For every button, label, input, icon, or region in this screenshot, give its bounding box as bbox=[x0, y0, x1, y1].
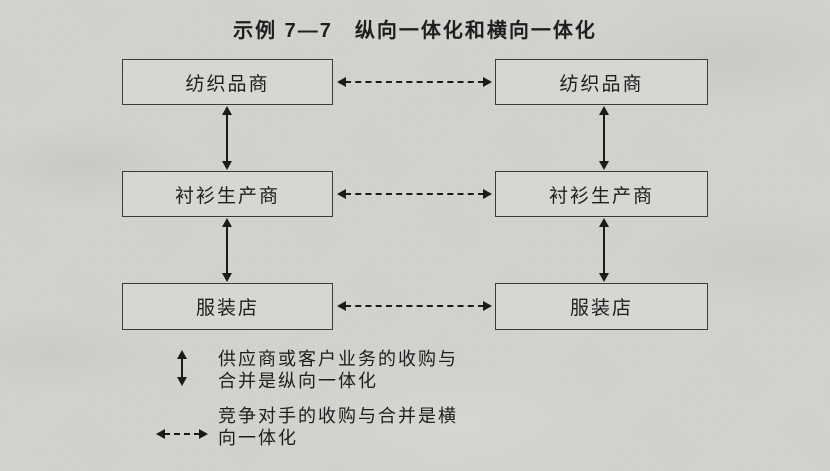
arrowhead-right-icon bbox=[483, 301, 492, 311]
arrow-shaft bbox=[603, 227, 605, 273]
arrowhead-right-icon bbox=[483, 189, 492, 199]
arrow-shaft bbox=[226, 227, 228, 273]
figure-title: 示例 7—7 纵向一体化和横向一体化 bbox=[233, 20, 597, 42]
box-shirt-producer-right: 衬衫生产商 bbox=[495, 171, 708, 217]
arrowhead-down-icon bbox=[222, 273, 232, 282]
arrowhead-left-icon bbox=[156, 429, 165, 439]
arrowhead-down-icon bbox=[599, 273, 609, 282]
arrowhead-right-icon bbox=[483, 77, 492, 87]
dashed-line bbox=[345, 305, 484, 307]
arrowhead-right-icon bbox=[199, 429, 208, 439]
legend-horizontal-arrow-icon bbox=[156, 428, 208, 440]
horizontal-arrow-row3 bbox=[337, 300, 492, 312]
horizontal-arrow-row1 bbox=[337, 76, 492, 88]
box-clothing-store-right: 服装店 bbox=[495, 283, 708, 330]
box-clothing-store-left: 服装店 bbox=[122, 283, 333, 330]
arrowhead-up-icon bbox=[599, 106, 609, 115]
box-shirt-producer-left: 衬衫生产商 bbox=[122, 171, 333, 217]
arrowhead-down-icon bbox=[599, 161, 609, 170]
arrow-shaft bbox=[181, 359, 183, 377]
vertical-arrow-right-bottom bbox=[598, 218, 610, 282]
legend-line: 竞争对手的收购与合并是横 bbox=[218, 406, 458, 426]
legend-line: 向一体化 bbox=[218, 428, 298, 448]
arrowhead-up-icon bbox=[222, 106, 232, 115]
arrowhead-up-icon bbox=[599, 218, 609, 227]
arrowhead-left-icon bbox=[337, 301, 346, 311]
dashed-line bbox=[345, 81, 484, 83]
arrowhead-left-icon bbox=[337, 189, 346, 199]
legend-line: 供应商或客户业务的收购与 bbox=[218, 349, 458, 369]
legend-line: 合并是纵向一体化 bbox=[218, 371, 378, 391]
legend-horizontal-integration-text: 竞争对手的收购与合并是横 向一体化 bbox=[218, 405, 458, 449]
horizontal-arrow-row2 bbox=[337, 188, 492, 200]
dashed-line bbox=[164, 433, 200, 435]
dashed-line bbox=[345, 193, 484, 195]
arrowhead-up-icon bbox=[177, 350, 187, 359]
arrowhead-down-icon bbox=[177, 377, 187, 386]
vertical-arrow-left-bottom bbox=[221, 218, 233, 282]
legend-vertical-integration-text: 供应商或客户业务的收购与 合并是纵向一体化 bbox=[218, 348, 458, 392]
vertical-arrow-left-top bbox=[221, 106, 233, 170]
legend-vertical-arrow-icon bbox=[176, 350, 188, 386]
box-textile-merchant-left: 纺织品商 bbox=[122, 59, 333, 105]
arrowhead-down-icon bbox=[222, 161, 232, 170]
arrow-shaft bbox=[226, 115, 228, 161]
arrow-shaft bbox=[603, 115, 605, 161]
arrowhead-up-icon bbox=[222, 218, 232, 227]
vertical-arrow-right-top bbox=[598, 106, 610, 170]
arrowhead-left-icon bbox=[337, 77, 346, 87]
box-textile-merchant-right: 纺织品商 bbox=[495, 59, 708, 105]
